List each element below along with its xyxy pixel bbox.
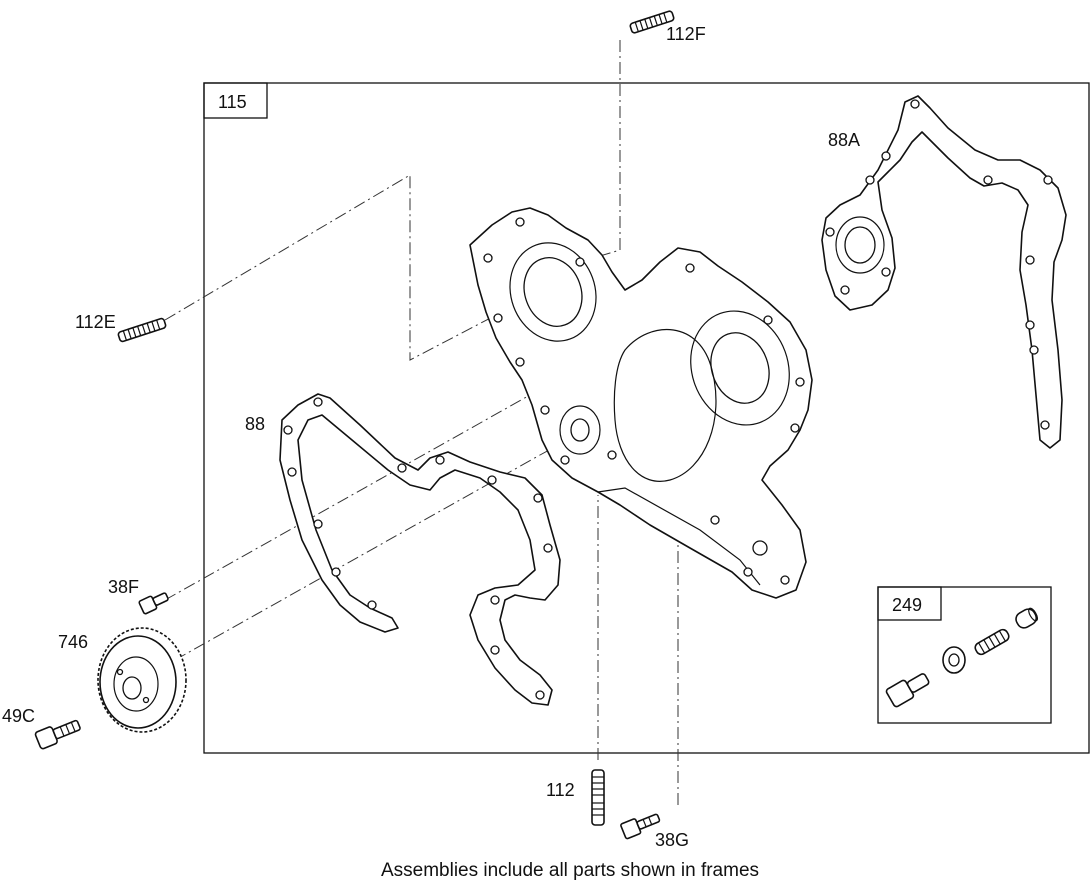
gasket-88	[279, 393, 561, 706]
callout-38f: 38F	[108, 577, 139, 597]
callout-38g: 38G	[655, 830, 689, 850]
timing-cover	[469, 207, 813, 599]
bolt-38g	[620, 813, 661, 840]
stud-112f	[629, 10, 675, 34]
callout-249: 249	[892, 595, 922, 615]
stud-112	[591, 769, 605, 826]
callout-labels: 112F 112E 88A 88 38F 746 49C 112 38G	[2, 24, 860, 850]
kit-249-frame: 249	[877, 586, 1052, 724]
gasket-88a	[821, 95, 1067, 449]
main-assembly-frame: 115	[203, 82, 1090, 754]
gear-746	[97, 627, 187, 733]
callout-88: 88	[245, 414, 265, 434]
stud-112e	[117, 317, 167, 343]
callout-746: 746	[58, 632, 88, 652]
bolt-49c	[34, 719, 81, 750]
bolt-38f	[138, 592, 169, 615]
callout-88a: 88A	[828, 130, 860, 150]
callout-112f: 112F	[666, 24, 706, 44]
callout-112e: 112E	[75, 312, 116, 332]
caption: Assemblies include all parts shown in fr…	[381, 860, 759, 881]
callout-112: 112	[546, 780, 575, 800]
kit-249-parts	[885, 607, 1039, 708]
callout-115: 115	[218, 92, 247, 112]
callout-49c: 49C	[2, 706, 35, 726]
